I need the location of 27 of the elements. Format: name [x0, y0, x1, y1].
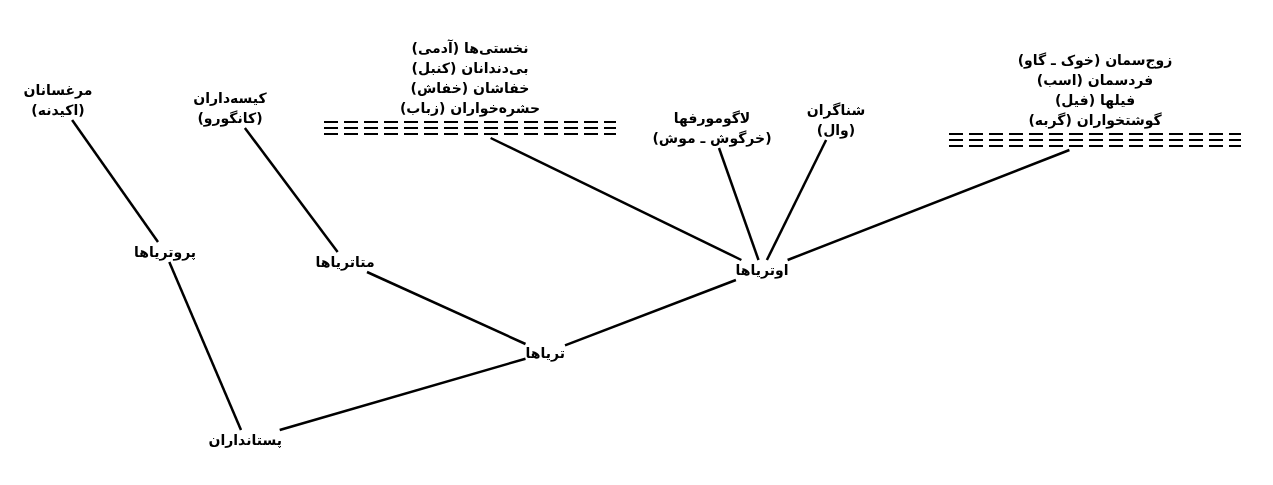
taxon-label: پروتریاها: [134, 242, 197, 262]
taxon-label: اوتریاها: [735, 260, 789, 280]
taxon-label: شناگران (وال): [806, 100, 866, 140]
branch-line: [168, 261, 243, 431]
branch-line: [717, 147, 760, 261]
branch-line: [490, 136, 742, 262]
taxon-label: گوشتخواران (گربه): [1027, 111, 1163, 130]
branch-line: [71, 119, 160, 243]
taxon-label: حشره‌خواران (زباب): [398, 99, 542, 118]
branch-line: [787, 148, 1070, 262]
branch-line: [564, 278, 737, 347]
taxon-label: تریاها: [525, 343, 565, 363]
taxon-label: خفاشان (خفاش): [409, 79, 531, 98]
taxon-label: متاتریاها: [315, 252, 375, 272]
taxon-label: مرغسانان (اکیدنه): [18, 80, 98, 120]
taxon-label: نخستی‌ها (آدمی): [410, 38, 530, 58]
taxon-label: کیسه‌داران (کانگورو): [182, 88, 278, 128]
taxon-label: لاگومورفها (خرگوش ـ موش): [652, 108, 772, 148]
taxon-label: فردسمان (اسب): [1035, 71, 1155, 90]
taxon-label: بی‌دندانان (کنبل): [410, 59, 530, 78]
taxon-label: فیلها (فیل): [1053, 91, 1137, 110]
branch-line: [366, 270, 526, 346]
branch-line: [243, 127, 339, 253]
taxon-label: پستانداران: [208, 430, 282, 450]
branch-line: [765, 139, 828, 261]
taxon-label: زوج‌سمان (خوک ـ گاو): [1016, 51, 1174, 70]
branch-line: [279, 357, 526, 432]
